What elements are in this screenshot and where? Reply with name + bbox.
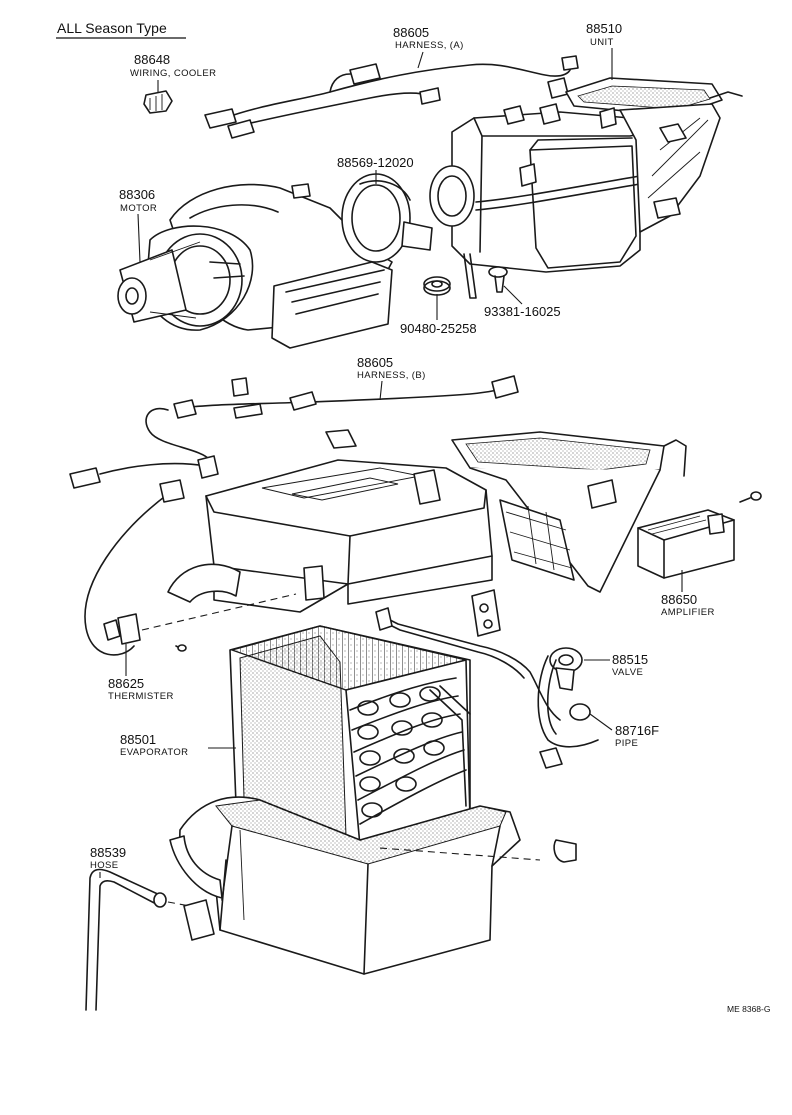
diagram-title: ALL Season Type bbox=[56, 20, 186, 39]
svg-text:HARNESS, (A): HARNESS, (A) bbox=[395, 40, 464, 51]
svg-text:88648: 88648 bbox=[134, 52, 170, 67]
unit-part bbox=[451, 77, 743, 273]
part-label-wiring-cooler: 88648 WIRING, COOLER bbox=[130, 52, 216, 79]
harness-b-part bbox=[69, 375, 519, 656]
svg-text:HOSE: HOSE bbox=[90, 860, 119, 871]
part-label-harness-b: 88605 HARNESS, (B) bbox=[357, 355, 426, 381]
svg-text:VALVE: VALVE bbox=[612, 667, 643, 678]
svg-text:88605: 88605 bbox=[357, 355, 393, 370]
part-label-unit: 88510 UNIT bbox=[586, 21, 622, 48]
svg-text:AMPLIFIER: AMPLIFIER bbox=[661, 607, 715, 618]
svg-text:88716F: 88716F bbox=[615, 723, 659, 738]
upper-case-part bbox=[167, 431, 687, 613]
leader-lines bbox=[99, 48, 683, 878]
seal-ring-part bbox=[341, 165, 475, 263]
valve-part bbox=[375, 589, 599, 769]
svg-text:UNIT: UNIT bbox=[590, 37, 614, 48]
svg-text:HARNESS, (B): HARNESS, (B) bbox=[357, 370, 426, 381]
part-label-screw: 93381-16025 bbox=[484, 304, 561, 319]
hose-part bbox=[85, 868, 191, 1011]
svg-text:93381-16025: 93381-16025 bbox=[484, 304, 561, 319]
drawing-code: ME 8368-G bbox=[727, 1004, 770, 1014]
svg-text:WIRING, COOLER: WIRING, COOLER bbox=[130, 68, 216, 79]
svg-text:EVAPORATOR: EVAPORATOR bbox=[120, 747, 188, 758]
svg-text:MOTOR: MOTOR bbox=[120, 203, 157, 214]
svg-text:88605: 88605 bbox=[393, 25, 429, 40]
wiring-cooler-part bbox=[143, 90, 173, 114]
evaporator-part bbox=[229, 625, 471, 847]
svg-text:THERMISTER: THERMISTER bbox=[108, 691, 174, 702]
svg-text:88650: 88650 bbox=[661, 592, 697, 607]
svg-text:90480-25258: 90480-25258 bbox=[400, 321, 477, 336]
svg-text:PIPE: PIPE bbox=[615, 738, 638, 749]
svg-text:88569-12020: 88569-12020 bbox=[337, 155, 414, 170]
svg-text:88306: 88306 bbox=[119, 187, 155, 202]
part-label-thermister: 88625 THERMISTER bbox=[108, 676, 174, 702]
svg-text:88515: 88515 bbox=[612, 652, 648, 667]
lower-case-part bbox=[169, 796, 577, 975]
part-label-harness-a: 88605 HARNESS, (A) bbox=[393, 25, 464, 51]
screw-part bbox=[488, 266, 508, 293]
harness-a-part bbox=[204, 55, 579, 139]
thermister-part bbox=[103, 593, 297, 652]
amplifier-part bbox=[637, 491, 762, 579]
part-label-hose: 88539 HOSE bbox=[90, 845, 126, 871]
part-label-motor: 88306 MOTOR bbox=[119, 187, 157, 214]
part-label-valve: 88515 VALVE bbox=[612, 652, 648, 678]
grommet-part bbox=[423, 253, 477, 299]
part-label-amplifier: 88650 AMPLIFIER bbox=[661, 592, 715, 618]
motor-part bbox=[117, 183, 393, 349]
part-label-grommet: 90480-25258 bbox=[400, 321, 477, 336]
svg-text:88510: 88510 bbox=[586, 21, 622, 36]
svg-text:88501: 88501 bbox=[120, 732, 156, 747]
svg-text:ME 8368-G: ME 8368-G bbox=[727, 1004, 770, 1014]
part-label-evaporator: 88501 EVAPORATOR bbox=[120, 732, 188, 758]
svg-text:88625: 88625 bbox=[108, 676, 144, 691]
part-label-seal: 88569-12020 bbox=[337, 155, 414, 170]
svg-text:88539: 88539 bbox=[90, 845, 126, 860]
svg-text:ALL Season Type: ALL Season Type bbox=[57, 20, 167, 36]
part-label-pipe: 88716F PIPE bbox=[615, 723, 659, 749]
